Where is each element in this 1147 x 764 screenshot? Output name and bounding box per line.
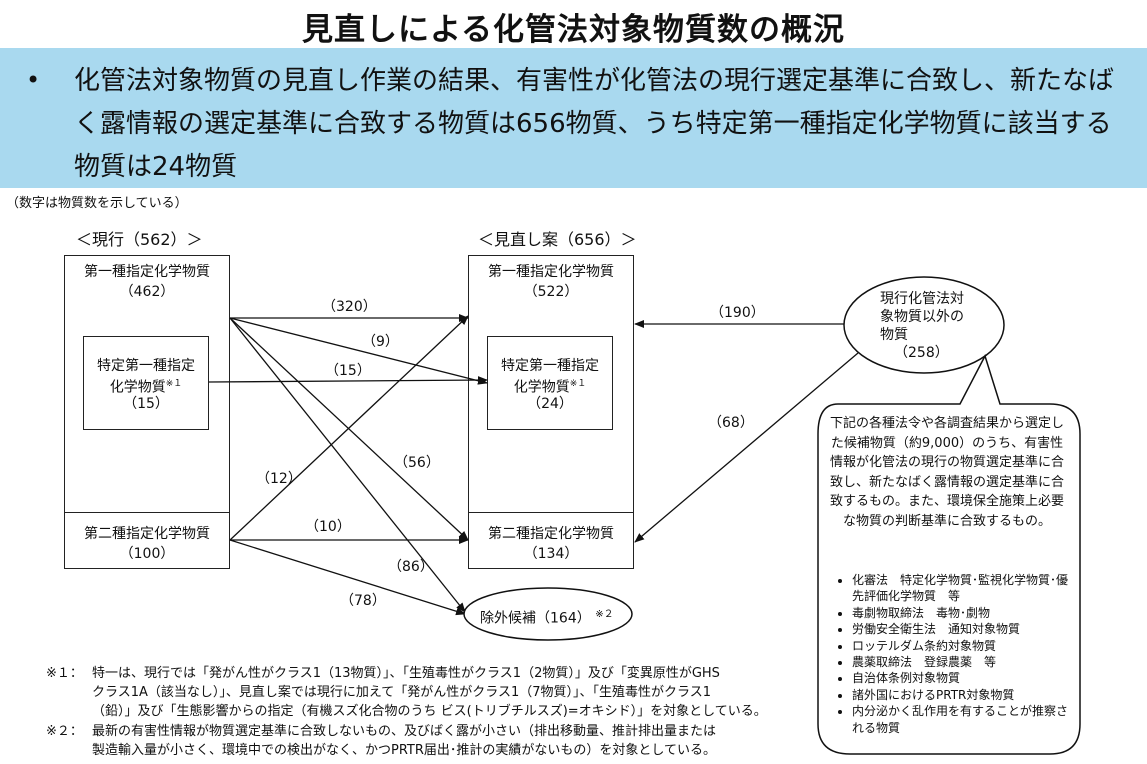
proposed-special-line1: 特定第一種指定 — [501, 358, 599, 374]
list-item: 毒劇物取締法 毒物･劇物 — [852, 605, 1070, 621]
current-special-box — [83, 336, 209, 430]
list-item: 自治体条例対象物質 — [852, 670, 1070, 686]
current-special-count: （15） — [123, 396, 169, 412]
proposed-header: ＜見直し案（656）＞ — [478, 230, 637, 249]
arrow-78 — [229, 539, 466, 616]
proposed-special-box — [487, 336, 613, 430]
current-class2-box — [64, 512, 230, 569]
flow-label-86: （86） — [388, 559, 434, 575]
flow-label-56: （56） — [394, 455, 440, 471]
footnote-2-line2: 製造輸入量が小さく、環境中での検出がなく、かつPRTR届出･推計の実績がないもの… — [92, 743, 717, 758]
list-item: 諸外国におけるPRTR対象物質 — [852, 687, 1070, 703]
callout-list: 化審法 特定化学物質･監視化学物質･優先評価化学物質 等 毒劇物取締法 毒物･劇… — [830, 572, 1070, 736]
footnote-1-line3: （鉛）」及び「生態影響からの指定（有機スズ化合物のうち ビス(トリブチルスズ)=… — [92, 704, 767, 719]
arrow-68 — [634, 352, 859, 543]
flow-label-10: （10） — [305, 519, 351, 535]
excluded-ellipse — [463, 587, 633, 641]
flow-label-320: （320） — [322, 299, 377, 315]
summary-banner — [0, 48, 1147, 188]
footnote-2-line1: 最新の有害性情報が物質選定基準に合致しないもの、及びばく露が小さい（排出移動量、… — [92, 724, 717, 739]
flow-label-190: （190） — [710, 305, 765, 321]
footnote-2-mark: ※２： — [46, 724, 83, 739]
footnote-1-line2: クラス1A（該当なし）」、見直し案では現行に加えて「発がん性がクラス1（7物質）… — [92, 685, 712, 700]
list-item: 労働安全衛生法 通知対象物質 — [852, 621, 1070, 637]
footnote-1-line1: 特一は、現行では「発がん性がクラス1（13物質）」、「生殖毒性がクラス1（2物質… — [92, 666, 720, 681]
current-class2-name: 第二種指定化学物質 — [84, 526, 210, 542]
summary-text: 化管法対象物質の見直し作業の結果、有害性が化管法の現行選定基準に合致し、新たなば… — [74, 66, 1115, 182]
proposed-class1-count: （522） — [523, 284, 579, 300]
flow-label-68: （68） — [708, 415, 754, 431]
callout-bubble — [817, 354, 1081, 755]
list-item: 化審法 特定化学物質･監視化学物質･優先評価化学物質 等 — [852, 572, 1070, 605]
footnote-1-mark: ※１： — [46, 666, 83, 681]
proposed-class2-count: （134） — [523, 546, 579, 562]
flow-label-15: （15） — [325, 363, 371, 379]
list-item: 農薬取締法 登録農薬 等 — [852, 654, 1070, 670]
flow-label-9: （9） — [362, 334, 399, 350]
callout-description: 下記の各種法令や各調査結果から選定した候補物質（約9,000）のうち、有害性情報… — [830, 416, 1065, 529]
current-class1-count: （462） — [119, 284, 175, 300]
other-substances-ellipse — [843, 276, 1005, 374]
arrow-12 — [229, 315, 469, 541]
flow-label-78: （78） — [340, 593, 386, 609]
current-header: ＜現行（562）＞ — [76, 230, 203, 249]
unit-note: （数字は物質数を示している） — [6, 196, 188, 211]
other-substances-label: 現行化管法対 象物質以外の 物質 （258） — [880, 291, 964, 361]
current-special-line1: 特定第一種指定 — [97, 358, 195, 374]
excluded-label: 除外候補（164） ※２ — [480, 609, 614, 627]
arrow-15 — [208, 376, 488, 385]
bullet-marker: • — [26, 66, 41, 94]
proposed-class1-name: 第一種指定化学物質 — [488, 264, 614, 280]
list-item: ロッテルダム条約対象物質 — [852, 638, 1070, 654]
proposed-special-line2: 化学物質※１ — [513, 379, 587, 396]
current-class2-count: （100） — [119, 546, 175, 562]
arrow-9 — [229, 317, 488, 385]
page-title: 見直しによる化管法対象物質数の概況 — [301, 12, 846, 48]
list-item: 内分泌かく乱作用を有することが推察される物質 — [852, 703, 1070, 736]
flow-label-12: （12） — [256, 471, 302, 487]
proposed-special-count: （24） — [527, 396, 573, 412]
arrow-86 — [229, 317, 466, 613]
current-class1-name: 第一種指定化学物質 — [84, 264, 210, 280]
current-special-line2: 化学物質※１ — [109, 379, 183, 396]
arrow-56 — [229, 317, 469, 541]
proposed-class2-name: 第二種指定化学物質 — [488, 526, 614, 542]
